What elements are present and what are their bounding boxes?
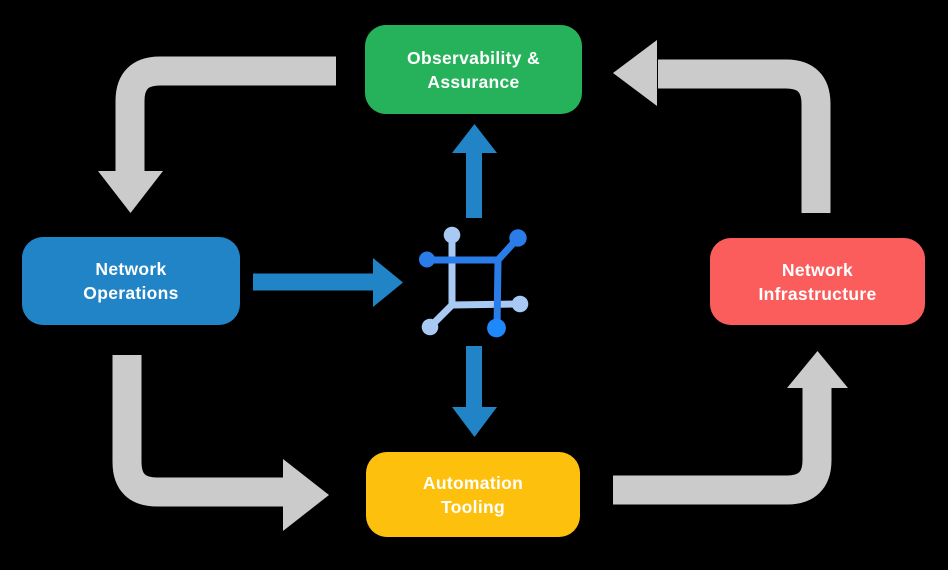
arrow-automation-to-infrastructure bbox=[613, 351, 848, 505]
arrow-observability-to-operations bbox=[98, 56, 336, 213]
network-infrastructure-box: Network Infrastructure bbox=[710, 238, 925, 325]
automation-tooling-box: Automation Tooling bbox=[366, 452, 580, 537]
arrow-infrastructure-to-observability bbox=[613, 40, 831, 213]
network-operations-box: Network Operations bbox=[22, 237, 240, 325]
automation-tooling-label: Automation Tooling bbox=[422, 472, 524, 517]
arrow-operations-to-automation bbox=[112, 355, 329, 531]
network-mesh-icon bbox=[419, 226, 529, 338]
arrow-center-to-observability bbox=[452, 124, 497, 218]
network-operations-label: Network Operations bbox=[83, 259, 179, 303]
observability-assurance-label: Observability & Assurance bbox=[407, 47, 540, 92]
observability-assurance-box: Observability & Assurance bbox=[365, 25, 582, 114]
network-infrastructure-label: Network Infrastructure bbox=[758, 259, 877, 304]
arrow-center-to-automation bbox=[452, 346, 497, 437]
arrow-operations-to-center bbox=[253, 258, 403, 307]
